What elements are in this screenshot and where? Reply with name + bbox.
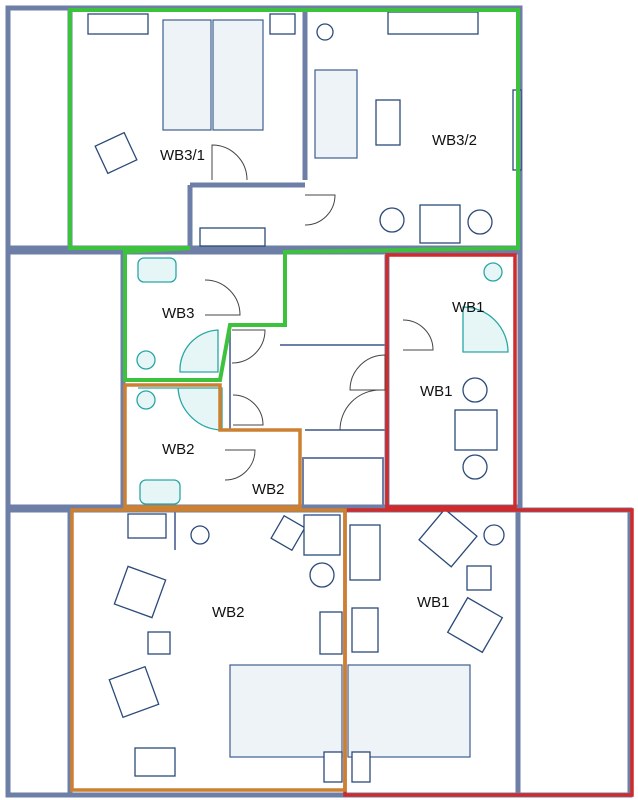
doors [204, 144, 434, 481]
room-label: WB2 [162, 441, 195, 458]
room-label: WB3 [162, 305, 195, 322]
room-label: WB2 [212, 604, 245, 621]
room-label: WB1 [420, 383, 453, 400]
room-label: WB1 [417, 594, 450, 611]
unit-wb3-outline [68, 8, 520, 382]
room-label: WB1 [452, 299, 485, 316]
unit-outlines [68, 8, 634, 797]
sanitary-fixtures [136, 257, 509, 505]
room-label: WB3/2 [432, 132, 477, 149]
unit-wb2-outline [70, 383, 347, 792]
furniture [87, 11, 522, 783]
room-label: WB3/1 [160, 147, 205, 164]
room-labels: WB3/1 WB3/2 WB3 WB1 WB1 WB2 WB2 WB2 WB1 [160, 132, 485, 621]
room-label: WB2 [252, 481, 285, 498]
